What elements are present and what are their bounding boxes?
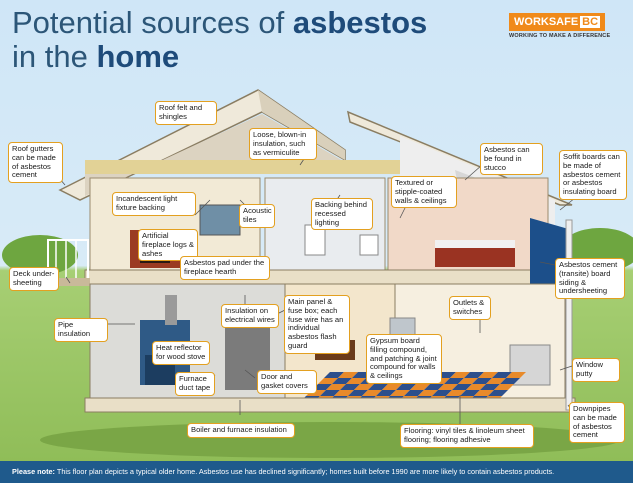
- label-flooring: Flooring: vinyl tiles & linoleum sheet f…: [400, 424, 534, 448]
- title-line2-text: in the: [12, 39, 88, 74]
- attic-insulation: [85, 160, 450, 174]
- floor-tile: [460, 390, 480, 396]
- label-fireplace-logs: Artificial fireplace logs & ashes: [138, 229, 198, 262]
- floor-tile: [450, 372, 470, 378]
- logo-brand: WORKSAFE: [514, 16, 579, 28]
- floor-tile: [506, 372, 526, 378]
- floor-tile: [404, 390, 424, 396]
- floor-tile: [464, 372, 484, 378]
- floor-tile: [376, 390, 396, 396]
- label-wires: Insulation on electrical wires: [221, 304, 279, 328]
- sink: [359, 234, 379, 256]
- bed: [435, 245, 515, 267]
- label-roof-gutters: Roof gutters can be made of asbestos cem…: [8, 142, 63, 184]
- floor-tile: [312, 384, 332, 390]
- label-acoustic: Acoustic tiles: [239, 204, 275, 228]
- foundation: [84, 397, 576, 413]
- floor-tile: [458, 378, 478, 384]
- label-door: Door and gasket covers: [257, 370, 317, 394]
- upper-window: [199, 204, 241, 236]
- label-boiler: Boiler and furnace insulation: [187, 423, 295, 438]
- roof-left-edge: [258, 90, 345, 160]
- note-text: This floor plan depicts a typical older …: [56, 467, 555, 476]
- label-outlets: Outlets & switches: [449, 296, 491, 320]
- floor-tile: [346, 378, 366, 384]
- floor-tile: [390, 390, 410, 396]
- floor-tile: [318, 378, 338, 384]
- logo-tagline: WORKING TO MAKE A DIFFERENCE: [509, 33, 611, 39]
- logo-brand-suffix: BC: [580, 16, 601, 28]
- label-stucco: Asbestos can be found in stucco: [480, 143, 543, 176]
- floor-tile: [466, 384, 486, 390]
- stove: [509, 344, 551, 386]
- floor-tile: [382, 384, 402, 390]
- label-window: Window putty: [572, 358, 620, 382]
- floor-tile: [324, 372, 344, 378]
- label-soffit: Soffit boards can be made of asbestos ce…: [559, 150, 627, 200]
- downpipe: [565, 219, 573, 411]
- label-pad-hearth: Asbestos pad under the fireplace hearth: [180, 256, 270, 280]
- note-bar: Please note: This floor plan depicts a t…: [0, 461, 633, 483]
- label-heat-reflector: Heat reflector for wood stove: [152, 341, 210, 365]
- floor-tile: [338, 372, 358, 378]
- floor-tile: [348, 390, 368, 396]
- label-downpipes: Downpipes can be made of asbestos cement: [569, 402, 625, 444]
- label-furnace: Furnace duct tape: [175, 372, 215, 396]
- label-incandescent: Incandescent light fixture backing: [112, 192, 196, 216]
- floor-tile: [488, 390, 508, 396]
- floor-tile: [478, 372, 498, 378]
- floor-tile: [332, 378, 352, 384]
- floor-tile: [474, 390, 494, 396]
- floor-tile: [438, 384, 458, 390]
- floor-tile: [410, 384, 430, 390]
- title-line1-text: Potential sources of: [12, 5, 285, 40]
- floor-tile: [480, 384, 500, 390]
- floor-tile: [354, 384, 374, 390]
- page-title: Potential sources of asbestos in the hom…: [12, 6, 427, 74]
- label-deck: Deck under-sheeting: [9, 267, 59, 291]
- floor-tile: [492, 372, 512, 378]
- duct: [165, 295, 177, 325]
- tree: [2, 235, 78, 275]
- label-panel: Main panel & fuse box; each fuse wire ha…: [284, 295, 350, 354]
- floor-tile: [432, 390, 452, 396]
- floor-tile: [486, 378, 506, 384]
- floor-slab: [84, 269, 556, 285]
- floor-tile: [472, 378, 492, 384]
- floor-tile: [424, 384, 444, 390]
- title-highlight-home: home: [96, 39, 180, 74]
- floor-tile: [452, 384, 472, 390]
- floor-tile: [362, 390, 382, 396]
- floor-tile: [326, 384, 346, 390]
- label-siding: Asbestos cement (transite) board siding …: [555, 258, 625, 300]
- floor-tile: [418, 390, 438, 396]
- floor-tile: [320, 390, 340, 396]
- floor-tile: [368, 384, 388, 390]
- floor-tile: [444, 378, 464, 384]
- floor-tile: [500, 378, 520, 384]
- floor-tile: [340, 384, 360, 390]
- label-roof-felt: Roof felt and shingles: [155, 101, 217, 125]
- label-pipe: Pipe insulation: [54, 318, 108, 342]
- bed-sheet: [435, 240, 515, 248]
- deck-floor: [40, 278, 90, 286]
- floor-tile: [396, 384, 416, 390]
- floor-tile: [494, 384, 514, 390]
- label-textured: Textured or stipple-coated walls & ceili…: [391, 176, 457, 209]
- floor-tile: [446, 390, 466, 396]
- label-gypsum: Gypsum board filling compound, and patch…: [366, 334, 442, 384]
- label-backing: Backing behind recessed lighting: [311, 198, 373, 231]
- title-highlight-asbestos: asbestos: [292, 5, 428, 40]
- note-prefix: Please note:: [12, 467, 55, 476]
- floor-tile: [334, 390, 354, 396]
- label-loose-insulation: Loose, blown-in insulation, such as verm…: [249, 128, 317, 161]
